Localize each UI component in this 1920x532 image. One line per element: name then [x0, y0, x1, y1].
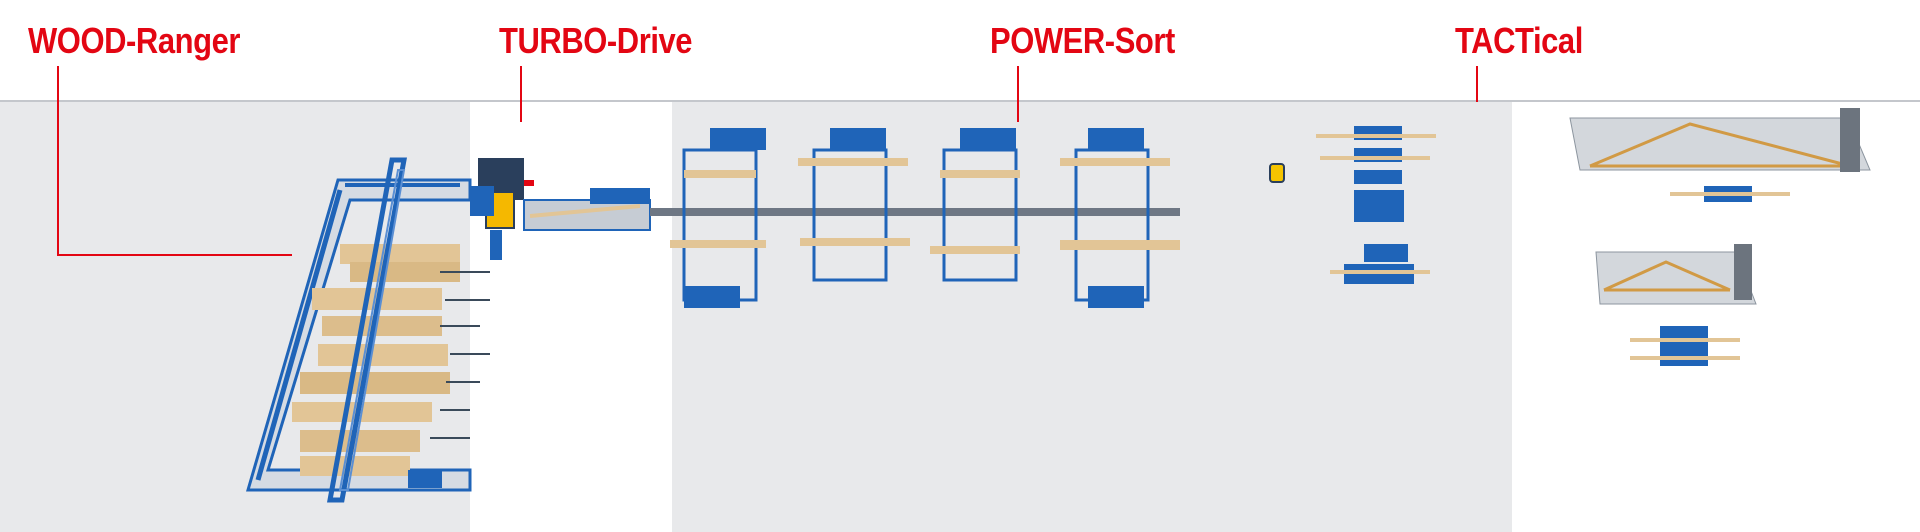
turbo-drive-board	[529, 204, 641, 218]
power-sort-label: POWER-Sort	[990, 20, 1175, 61]
power-sort-unit	[930, 128, 1020, 282]
tactical-zone	[1512, 102, 1920, 532]
tactical-label: TACTical	[1455, 20, 1583, 61]
turbo-drive-label: TURBO-Drive	[499, 20, 693, 61]
tactical-table-upper	[1569, 108, 1871, 202]
turbo-drive-infeed	[470, 186, 494, 216]
wood-ranger-gantry-inner	[338, 169, 406, 491]
wood-ranger-gantry	[327, 157, 407, 503]
tactical-table-lower	[1595, 244, 1757, 366]
power-sort-unit	[670, 128, 766, 308]
power-sort-main-conveyor	[650, 208, 1180, 216]
turbo-drive-machine	[470, 158, 651, 260]
wood-ranger-base	[408, 470, 442, 488]
wood-ranger-leader	[57, 66, 292, 256]
buffer-stack	[1316, 126, 1436, 222]
wood-ranger-rail-side	[255, 189, 343, 481]
wood-stack	[350, 262, 460, 282]
wood-ranger-arms	[430, 271, 490, 439]
top-divider-line	[0, 100, 1920, 102]
wood-stack	[300, 430, 420, 452]
buffer-stack	[1330, 244, 1430, 284]
wood-ranger-label: WOOD-Ranger	[28, 20, 240, 61]
agv-vehicle-icon	[1269, 163, 1285, 183]
power-sort-unit	[798, 128, 910, 282]
wood-ranger-machine	[246, 157, 490, 503]
wood-stack	[300, 456, 410, 476]
turbo-drive-pedestal	[490, 230, 502, 260]
turbo-drive-rollers	[590, 188, 650, 204]
wood-stack	[300, 372, 450, 394]
wood-stack	[322, 316, 442, 336]
wood-stack	[340, 244, 460, 264]
turbo-drive-red-mark	[524, 180, 534, 186]
wood-stack	[318, 344, 448, 366]
leader-lines	[57, 66, 1478, 256]
power-sort-unit	[1060, 128, 1180, 308]
